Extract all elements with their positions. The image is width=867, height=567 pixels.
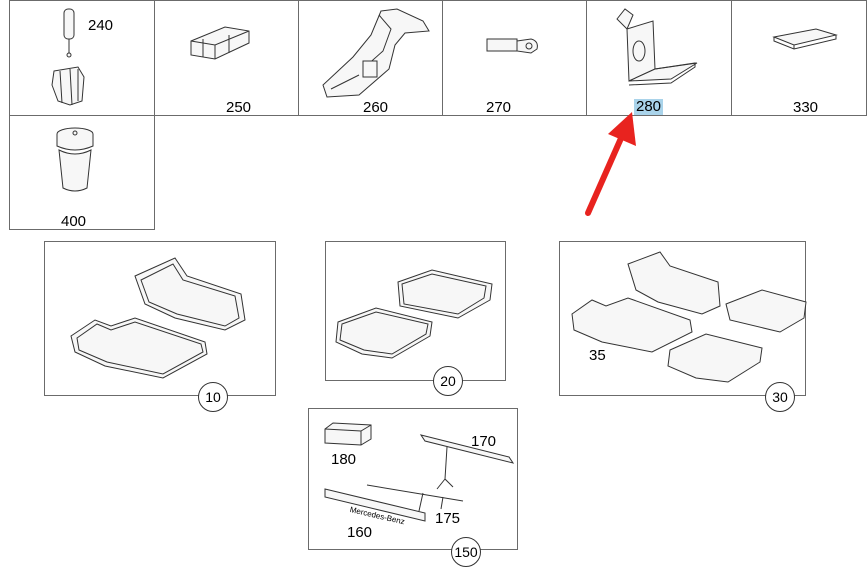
part-cell-280[interactable]: 280	[586, 0, 732, 116]
part-280-illustration	[616, 8, 698, 86]
callout-150: 150	[451, 537, 481, 567]
illuminated-sill-front-illustration	[419, 434, 515, 490]
sill-module-illustration	[324, 422, 372, 446]
part-label-240: 240	[88, 17, 114, 34]
part-cell-260[interactable]: 260	[298, 0, 443, 116]
part-label-330: 330	[793, 99, 819, 116]
floor-mats-rear-illustration	[335, 269, 493, 359]
wiring-harness-illustration	[366, 484, 464, 512]
callout-30: 30	[765, 382, 795, 412]
sill-label-160: 160	[347, 524, 373, 541]
mat-label-35: 35	[589, 347, 606, 364]
part-240-illustration	[51, 8, 85, 106]
sill-kit-box-150[interactable]: 180 170 175 Mercedes-Benz 160 150	[308, 408, 518, 567]
part-cell-250[interactable]: 250	[154, 0, 299, 116]
part-270-illustration	[486, 38, 538, 54]
part-label-250: 250	[226, 99, 252, 116]
part-cell-330[interactable]: 330	[731, 0, 867, 116]
floor-mats-full-set-illustration	[571, 251, 807, 383]
floor-mats-front-illustration	[70, 257, 246, 379]
mat-set-box-20[interactable]: 20	[325, 241, 506, 396]
illuminated-sill-rear-illustration	[324, 488, 426, 522]
callout-10: 10	[198, 382, 228, 412]
annotation-arrow	[585, 112, 636, 216]
part-250-illustration	[190, 26, 250, 60]
sill-label-180: 180	[331, 451, 357, 468]
mat-set-box-10[interactable]: 10	[44, 241, 276, 412]
part-330-illustration	[772, 28, 838, 50]
part-cell-270[interactable]: 270	[442, 0, 587, 116]
mat-set-box-30[interactable]: 35 30	[559, 241, 807, 412]
part-label-400: 400	[61, 213, 87, 230]
part-label-270: 270	[486, 99, 512, 116]
part-label-280: 280	[634, 98, 664, 115]
part-label-260: 260	[363, 99, 389, 116]
part-260-illustration	[322, 8, 430, 98]
callout-20: 20	[433, 366, 463, 396]
part-cell-400[interactable]: 400	[9, 115, 155, 230]
part-400-illustration	[56, 127, 94, 192]
part-cell-240[interactable]: 240	[9, 0, 155, 116]
sill-label-175: 175	[435, 510, 461, 527]
sill-label-170: 170	[471, 433, 497, 450]
